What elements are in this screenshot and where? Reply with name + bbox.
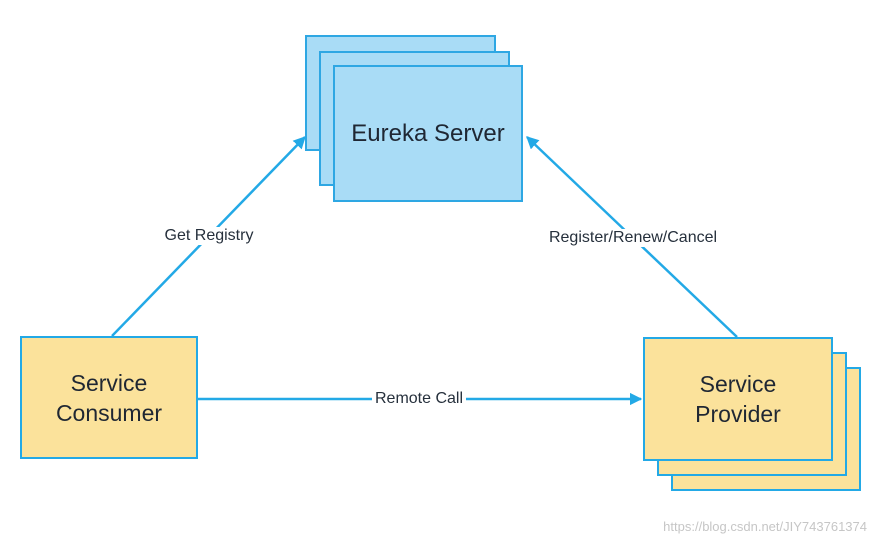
register-renew-cancel-label: Register/Renew/Cancel — [545, 229, 721, 247]
eureka-server-node: Eureka Server — [333, 65, 523, 202]
service-consumer-label-line2: Consumer — [55, 399, 163, 426]
service-provider-label-line1: Service — [699, 371, 777, 397]
get-registry-label: Get Registry — [161, 227, 257, 245]
eureka-server-label: Eureka Server — [351, 119, 505, 147]
service-consumer-label-line1: Service — [70, 369, 148, 396]
watermark: https://blog.csdn.net/JIY743761374 — [663, 519, 867, 534]
service-provider-label-line2: Provider — [695, 401, 781, 427]
service-provider-node: Service Provider — [643, 337, 833, 461]
service-consumer-node: Service Consumer — [20, 336, 198, 459]
remote-call-label: Remote Call — [371, 390, 467, 408]
